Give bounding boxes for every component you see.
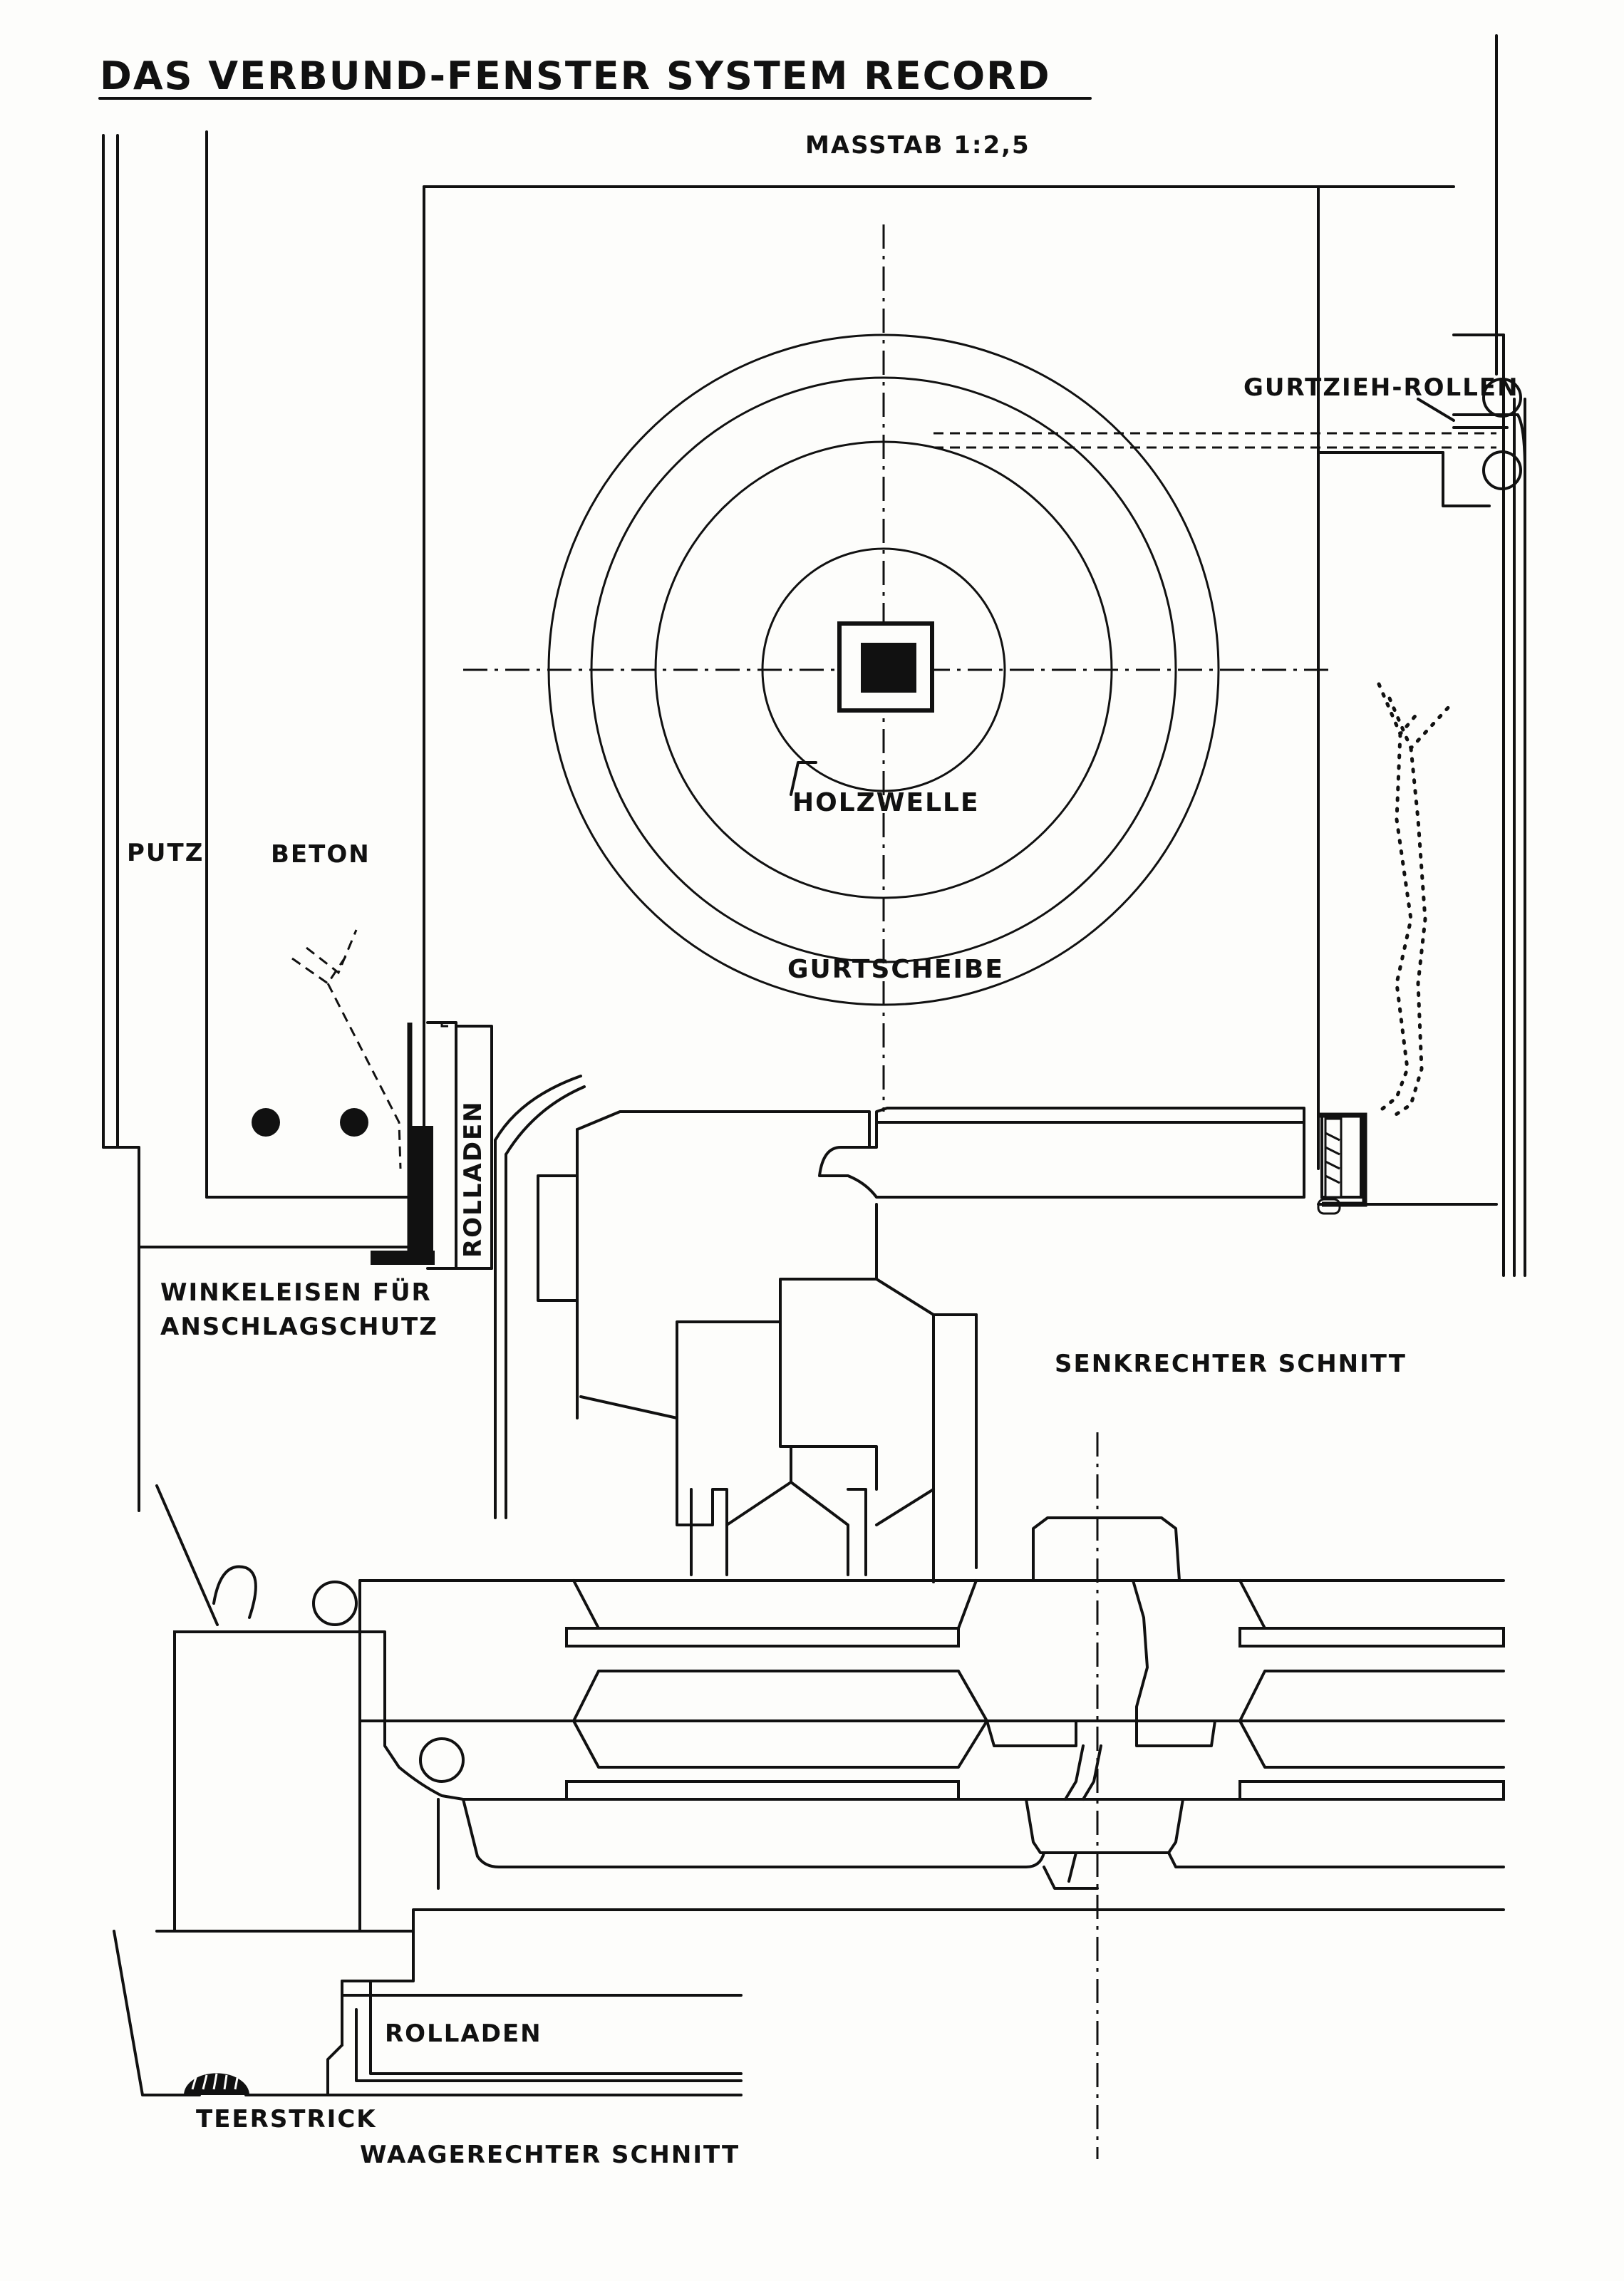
- gurtscheibe-label: GURTSCHEIBE: [787, 955, 1004, 984]
- break-symbol-left: [291, 951, 402, 1169]
- break-symbol-right: [1377, 682, 1452, 1121]
- holzwelle-label: HOLZWELLE: [792, 788, 980, 817]
- waagerechter-schnitt-label: WAAGERECHTER SCHNITT: [360, 2141, 740, 2169]
- winkeleisen-label-line1: WINKELEISEN FÜR: [160, 1278, 432, 1307]
- shutter-box: [423, 185, 1498, 1206]
- window-frame-top: [494, 1075, 1367, 1519]
- wall-section: PUTZ BETON: [102, 130, 429, 1512]
- reinforcement-bar-left: [252, 1108, 280, 1137]
- senkrechter-schnitt-label: SENKRECHTER SCHNITT: [1055, 1350, 1407, 1378]
- gurtzieh-rollen-label: GURTZIEH-ROLLEN: [1243, 373, 1519, 402]
- horizontal-section: ROLLADEN TEERSTRICK WAAGERECHTER SCHNITT: [113, 1432, 1505, 2169]
- roller-lower-horizontal: [419, 1737, 465, 1783]
- pivot-cam: [212, 1565, 257, 1619]
- guide-roller-lower: [1482, 450, 1522, 490]
- putz-label: PUTZ: [127, 839, 204, 867]
- belt-guide-rollers: GURTZIEH-ROLLEN: [933, 34, 1526, 1277]
- beton-label: BETON: [271, 840, 371, 869]
- belt-pulley: HOLZWELLE GURTSCHEIBE: [463, 224, 1333, 1112]
- rolladen-horizontal-label: ROLLADEN: [385, 2019, 542, 2048]
- reinforcement-bar-right: [340, 1108, 368, 1137]
- holzwelle-leader: [790, 761, 817, 796]
- pivot-arm: [155, 1484, 219, 1626]
- tar-rope: [184, 2073, 249, 2095]
- drawing-title: DAS VERBUND-FENSTER SYSTEM RECORD: [100, 53, 1051, 98]
- wooden-shaft-core: [861, 643, 916, 693]
- winkeleisen-label-line2: ANSCHLAGSCHUTZ: [160, 1313, 438, 1341]
- teerstrick-label: TEERSTRICK: [196, 2105, 377, 2133]
- title-block: DAS VERBUND-FENSTER SYSTEM RECORD MASSTA…: [98, 53, 1092, 160]
- window-frame-profile: SENKRECHTER SCHNITT: [579, 1203, 1407, 1583]
- roller-upper-horizontal: [312, 1581, 358, 1626]
- scale-label: MASSTAB 1:2,5: [805, 131, 1030, 160]
- angle-iron: [412, 1126, 433, 1261]
- angle-iron-section: ROLLADEN WINKELEISEN FÜR ANSCHLAGSCHUTZ: [160, 1021, 493, 1341]
- rolladen-vertical-label: ROLLADEN: [459, 1100, 487, 1258]
